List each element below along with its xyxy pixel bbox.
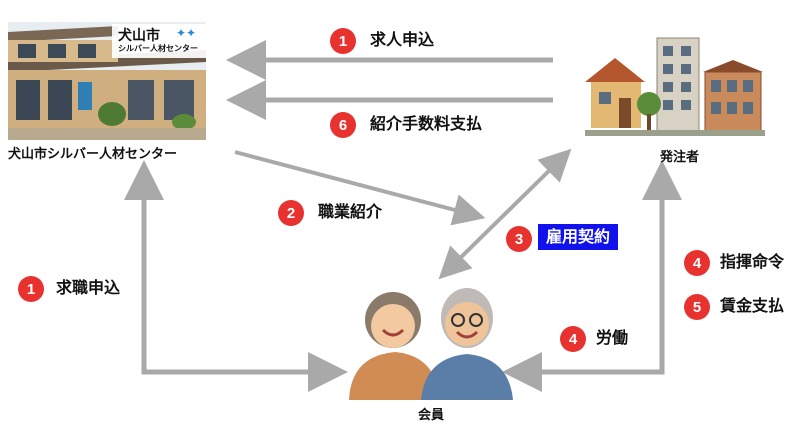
client-buildings bbox=[585, 30, 765, 140]
step-badge: 1 bbox=[18, 276, 44, 302]
step-label-referral: 職業紹介 bbox=[318, 202, 383, 221]
step-label-fee: 紹介手数料支払 bbox=[370, 114, 483, 133]
arrow-apply bbox=[124, 160, 348, 392]
client-caption: 発注者 bbox=[660, 150, 700, 165]
step-label-request-job: 求人申込 bbox=[370, 30, 435, 49]
center-sign-subtitle: シルバー人材センター bbox=[118, 44, 198, 53]
center-building-icon bbox=[8, 22, 206, 140]
step-badge: 4 bbox=[684, 250, 710, 276]
step-badge: 3 bbox=[506, 226, 532, 252]
arrow-labor bbox=[502, 160, 682, 392]
member-caption: 会員 bbox=[418, 408, 445, 423]
step-label-command: 指揮命令 bbox=[720, 252, 785, 271]
member-illustration bbox=[345, 278, 515, 400]
step-label-labor: 労働 bbox=[596, 328, 629, 347]
step-badge: 5 bbox=[684, 294, 710, 320]
people-logo-icon: ✦✦ bbox=[176, 26, 197, 40]
center-caption: 犬山市シルバー人材センター bbox=[8, 147, 178, 162]
step-label-contract: 雇用契約 bbox=[538, 224, 619, 250]
step-badge: 6 bbox=[330, 112, 356, 138]
client-buildings-icon bbox=[585, 37, 765, 136]
center-sign: 犬山市 ✦✦ シルバー人材センター bbox=[112, 24, 208, 58]
step-label-apply: 求職申込 bbox=[56, 278, 121, 297]
elderly-couple-icon bbox=[349, 288, 513, 400]
center-sign-name: 犬山市 bbox=[118, 28, 160, 44]
center-building bbox=[8, 22, 206, 140]
step-badge: 4 bbox=[560, 326, 586, 352]
step-badge: 2 bbox=[278, 200, 304, 226]
step-badge: 1 bbox=[330, 28, 356, 54]
step-label-wages: 賃金支払 bbox=[720, 296, 785, 315]
